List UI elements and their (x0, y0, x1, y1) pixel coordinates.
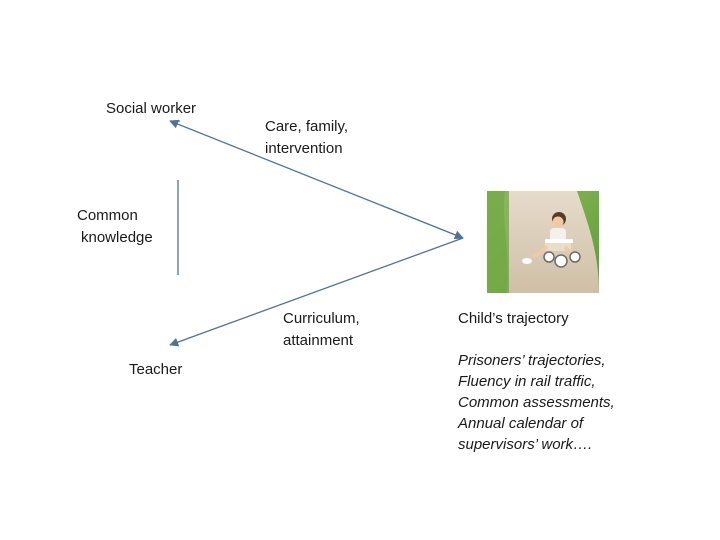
curriculum-line-1: Curriculum, (283, 310, 360, 327)
social-worker-label: Social worker (106, 100, 197, 117)
common-line-2: knowledge (81, 229, 153, 246)
example-item: Common assessments, (458, 394, 615, 411)
example-item: supervisors’ work…. (458, 436, 593, 453)
curriculum-line-2: attainment (283, 332, 354, 349)
example-item: Annual calendar of (458, 415, 584, 432)
arrow-top-diagonal (169, 119, 464, 240)
child-on-tricycle-photo (487, 191, 599, 293)
curriculum-label: Curriculum, attainment (283, 308, 360, 352)
childs-trajectory-label: Child’s trajectory (458, 310, 569, 327)
example-item: Prisoners’ trajectories, (458, 352, 606, 369)
common-line-1: Common (77, 207, 138, 224)
teacher-label: Teacher (129, 361, 183, 378)
common-knowledge-label: Common knowledge (77, 205, 153, 249)
examples-list: Prisoners’ trajectories, Fluency in rail… (458, 350, 615, 455)
arrow-bottom-diagonal (169, 237, 464, 347)
example-item: Fluency in rail traffic, (458, 373, 596, 390)
